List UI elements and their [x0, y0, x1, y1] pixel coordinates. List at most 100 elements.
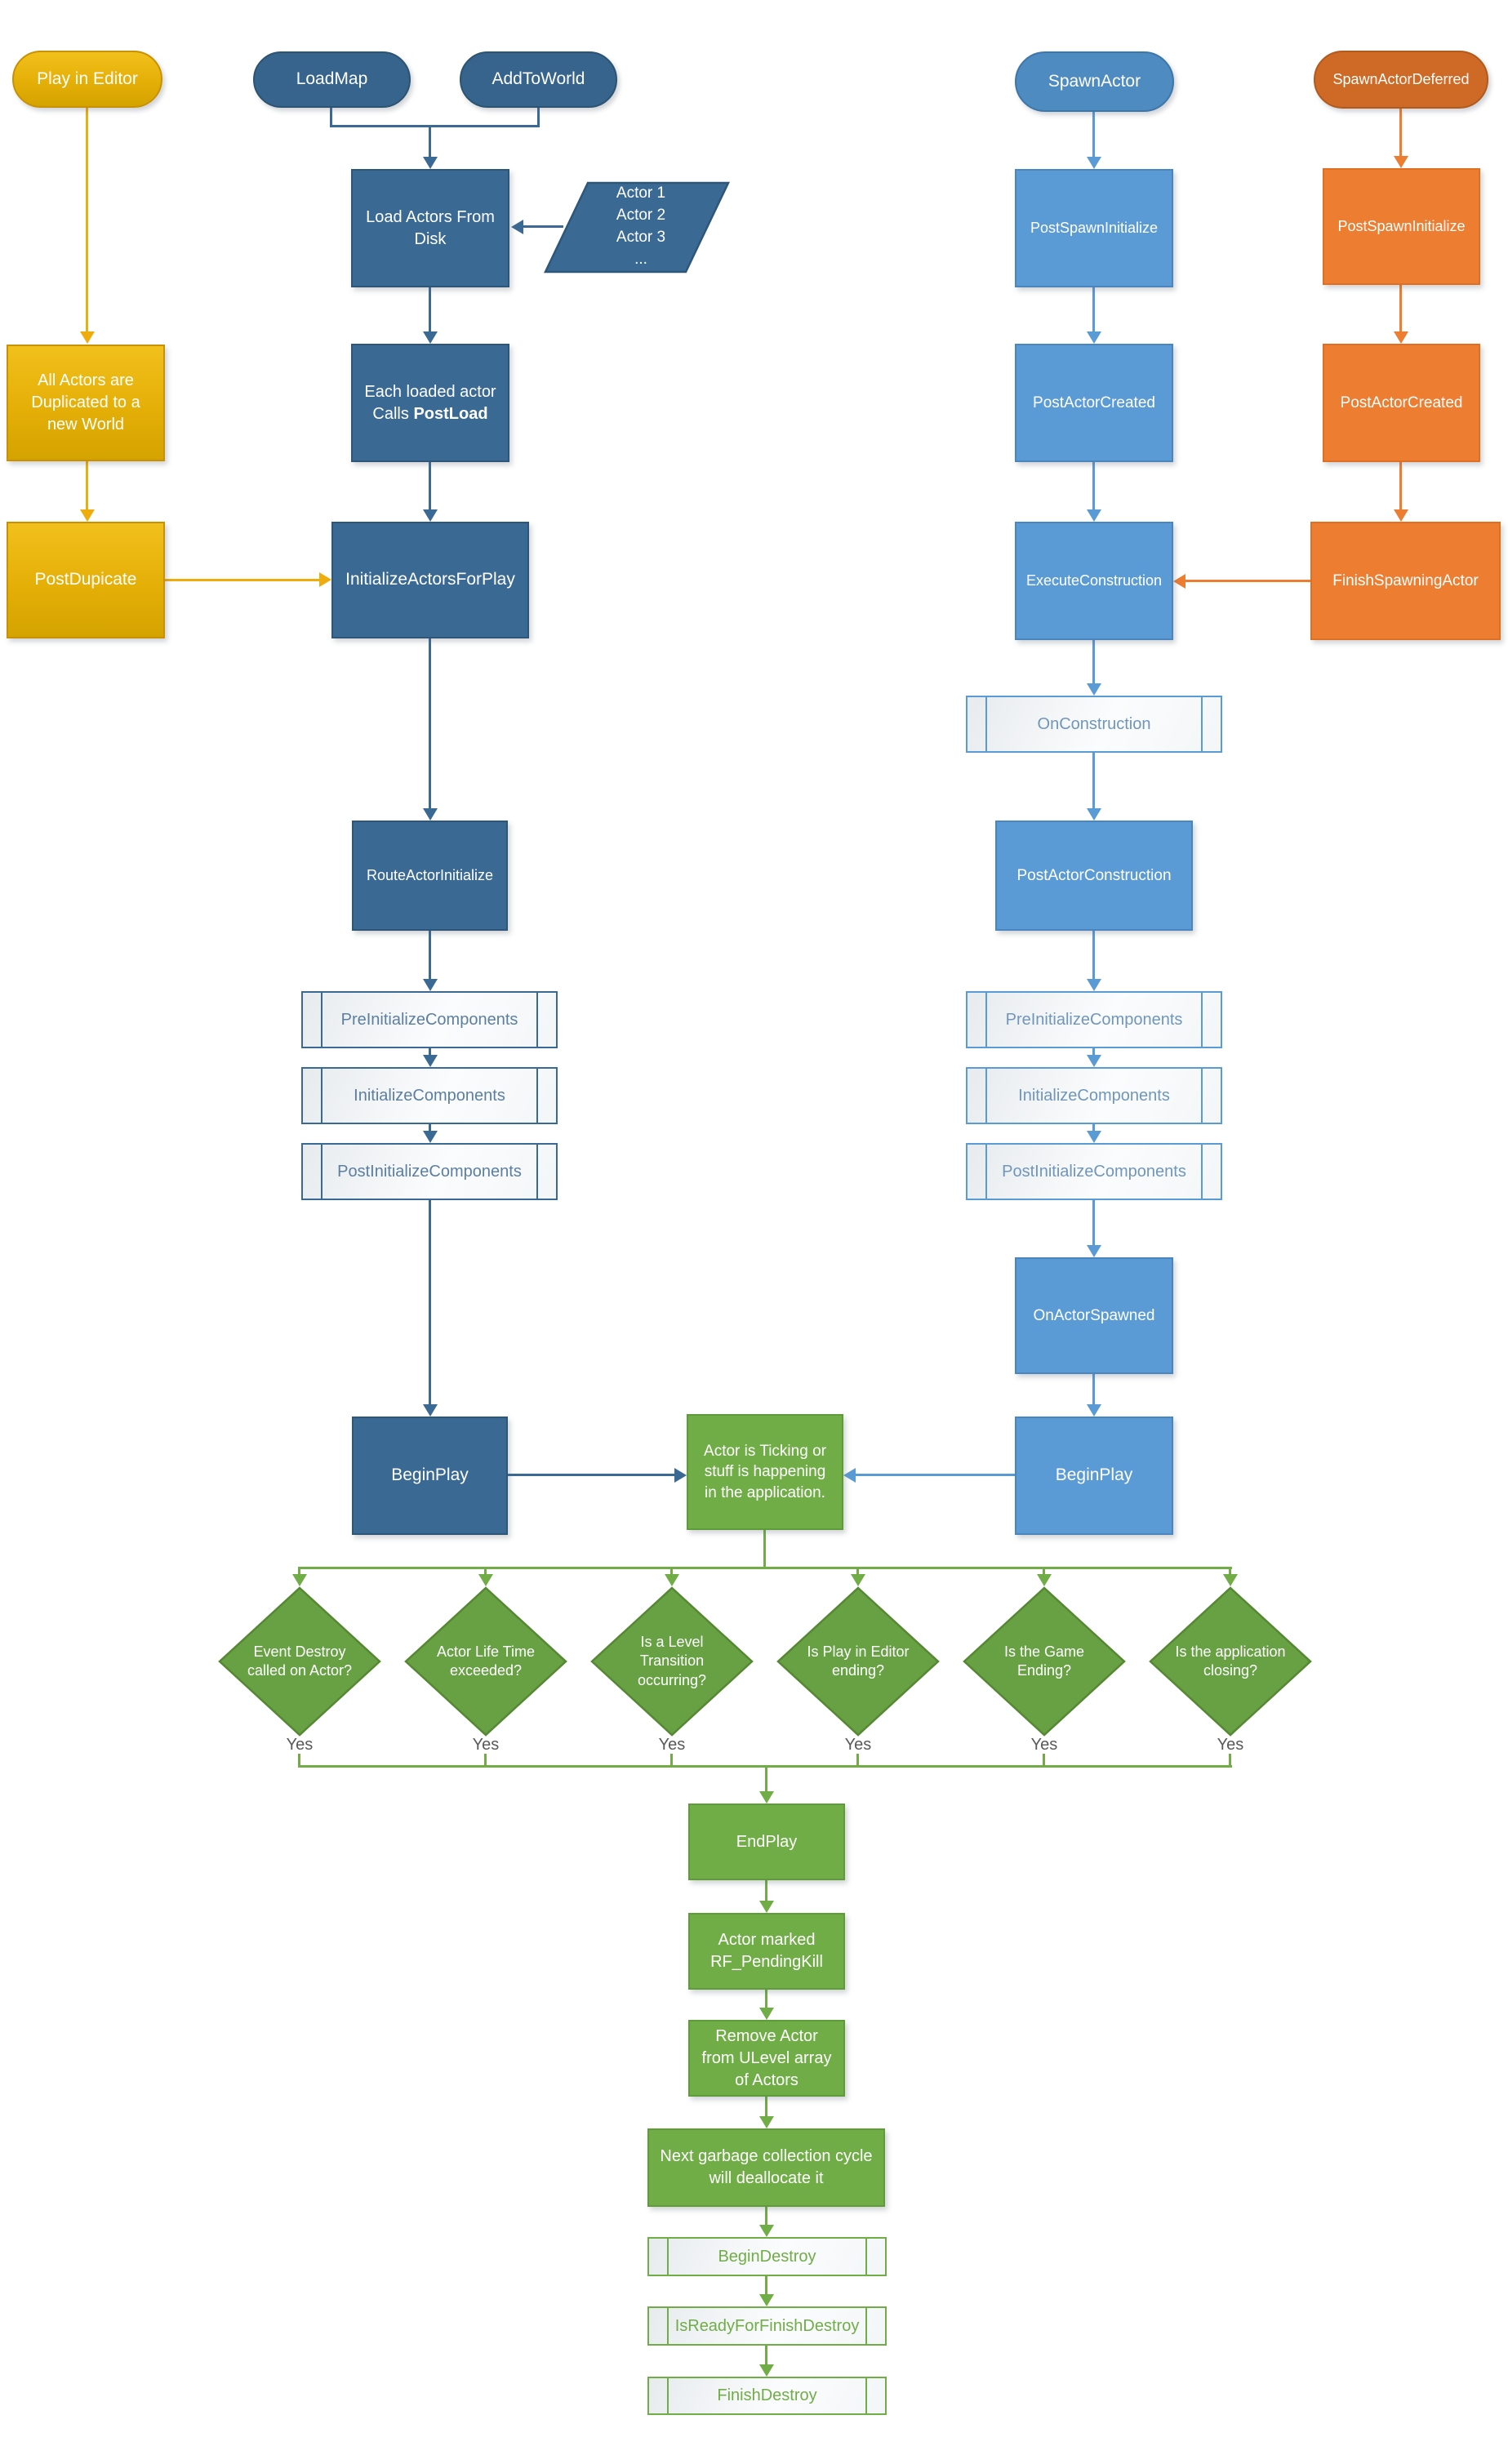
actor-list: Actor 1 Actor 2 Actor 3 ... — [572, 183, 710, 271]
connector-line — [1092, 753, 1095, 808]
connector-line — [1399, 109, 1402, 156]
line1: Each loaded actor — [364, 382, 496, 401]
arrowhead — [478, 1574, 493, 1586]
connector-line — [429, 1048, 431, 1055]
connector-line — [1092, 1124, 1095, 1131]
arrowhead — [80, 509, 95, 522]
node-addtoworld: AddToWorld — [460, 51, 617, 108]
node-post-dupicate: PostDupicate — [7, 522, 165, 638]
diamond-event-destroy: Event Destroy called on Actor? — [218, 1586, 381, 1737]
node-label: FinishSpawningActor — [1332, 572, 1479, 589]
arrowhead — [759, 1901, 774, 1913]
diamond-label: Event Destroy called on Actor? — [247, 1643, 353, 1679]
connector-line — [856, 1567, 859, 1576]
node-label: PostInitializeComponents — [337, 1162, 522, 1181]
node-on-actor-spawned: OnActorSpawned — [1015, 1257, 1173, 1374]
diamond-label: Is Play in Editor ending? — [807, 1643, 910, 1679]
diamond-level-transition: Is a Level Transition occurring? — [590, 1586, 754, 1737]
node-end-play: EndPlay — [688, 1804, 845, 1880]
actor-list-item: ... — [634, 250, 647, 268]
postload-bold: PostLoad — [413, 404, 488, 423]
node-label: PostInitializeComponents — [1002, 1162, 1186, 1181]
node-label: BeginPlay — [1055, 1466, 1133, 1485]
connector-line — [1092, 461, 1095, 509]
connector-line — [1092, 287, 1095, 331]
arrowhead — [1173, 574, 1185, 589]
connector-line — [765, 2097, 767, 2116]
connector-line — [298, 1765, 1232, 1768]
node-label: Load Actors From Disk — [366, 207, 495, 248]
node-label: All Actors are Duplicated to a new World — [31, 371, 140, 434]
connector-line — [298, 1567, 1232, 1569]
yes-label: Yes — [1204, 1736, 1257, 1755]
diamond-game-ending: Is the Game Ending? — [963, 1586, 1126, 1737]
node-gc-cycle: Next garbage collection cycle will deall… — [647, 2128, 885, 2207]
node-route-actor-initialize: RouteActorInitialize — [352, 821, 508, 931]
arrowhead — [1394, 509, 1408, 522]
arrowhead — [759, 1791, 774, 1804]
node-label: PostSpawnInitialize — [1337, 218, 1466, 235]
node-loadmap: LoadMap — [253, 51, 411, 108]
node-label: SpawnActor — [1048, 71, 1141, 91]
node-all-actors-duplicated: All Actors are Duplicated to a new World — [7, 345, 165, 461]
arrowhead — [1087, 683, 1101, 696]
node-label: BeginPlay — [391, 1466, 469, 1485]
connector-line — [1399, 462, 1402, 509]
node-initialize-actors-for-play: InitializeActorsForPlay — [331, 522, 529, 638]
node-label: PostActorCreated — [1340, 394, 1463, 411]
actor-list-item: Actor 3 — [616, 229, 666, 246]
arrowhead — [423, 1055, 438, 1067]
diamond-label: Is the application closing? — [1175, 1643, 1286, 1679]
connector-line — [765, 2207, 767, 2225]
node-label: RouteActorInitialize — [366, 867, 494, 884]
node-post-spawn-initialize-blue: PostSpawnInitialize — [1015, 169, 1173, 287]
arrowhead — [1394, 331, 1408, 344]
connector-line — [1092, 931, 1095, 979]
node-label: ExecuteConstruction — [1025, 572, 1163, 589]
subroutine-on-construction: OnConstruction — [966, 696, 1222, 753]
connector-line — [765, 1880, 767, 1901]
connector-line — [1229, 1567, 1231, 1576]
connector-line — [856, 1474, 1015, 1476]
arrowhead — [851, 1574, 865, 1586]
arrowhead — [423, 979, 438, 991]
line2-prefix: Calls — [372, 404, 409, 423]
yes-label: Yes — [832, 1736, 884, 1755]
node-post-actor-created-blue: PostActorCreated — [1015, 344, 1173, 462]
arrowhead — [1037, 1574, 1052, 1586]
connector-line — [670, 1567, 673, 1576]
arrowhead — [1087, 157, 1101, 169]
arrowhead — [1394, 156, 1408, 168]
arrowhead — [319, 572, 331, 587]
arrowhead — [759, 2116, 774, 2128]
arrowhead — [1087, 1131, 1101, 1143]
node-begin-play-editor: BeginPlay — [352, 1417, 508, 1535]
connector-line — [765, 1990, 767, 2008]
connector-line — [1399, 285, 1402, 331]
subroutine-initialize-components: InitializeComponents — [301, 1067, 558, 1124]
node-label: PreInitializeComponents — [1005, 1010, 1183, 1029]
connector-line — [765, 1768, 767, 1791]
node-label: Play in Editor — [37, 69, 138, 88]
connector-line — [429, 125, 431, 157]
arrowhead — [843, 1468, 856, 1483]
node-label: AddToWorld — [492, 69, 585, 89]
subroutine-is-ready-for-finish-destroy: IsReadyForFinishDestroy — [647, 2306, 887, 2346]
subroutine-post-initialize-components-right: PostInitializeComponents — [966, 1143, 1222, 1200]
node-remove-actor-from-ulevel: Remove Actor from ULevel array of Actors — [688, 2020, 845, 2097]
connector-line — [523, 225, 563, 228]
diamond-shape — [963, 1586, 1126, 1737]
diamond-pie-ending: Is Play in Editor ending? — [776, 1586, 940, 1737]
node-begin-play-spawn: BeginPlay — [1015, 1417, 1173, 1535]
arrowhead — [759, 2364, 774, 2377]
node-label: Remove Actor from ULevel array of Actors — [701, 2026, 832, 2089]
node-label: PostActorConstruction — [1016, 866, 1172, 884]
arrowhead — [1087, 1245, 1101, 1257]
subroutine-initialize-components-right: InitializeComponents — [966, 1067, 1222, 1124]
arrowhead — [1087, 509, 1101, 522]
connector-line — [429, 287, 431, 331]
connector-line — [429, 461, 431, 509]
arrowhead — [1087, 1404, 1101, 1417]
node-label: SpawnActorDeferred — [1332, 71, 1470, 88]
connector-line — [86, 461, 88, 509]
